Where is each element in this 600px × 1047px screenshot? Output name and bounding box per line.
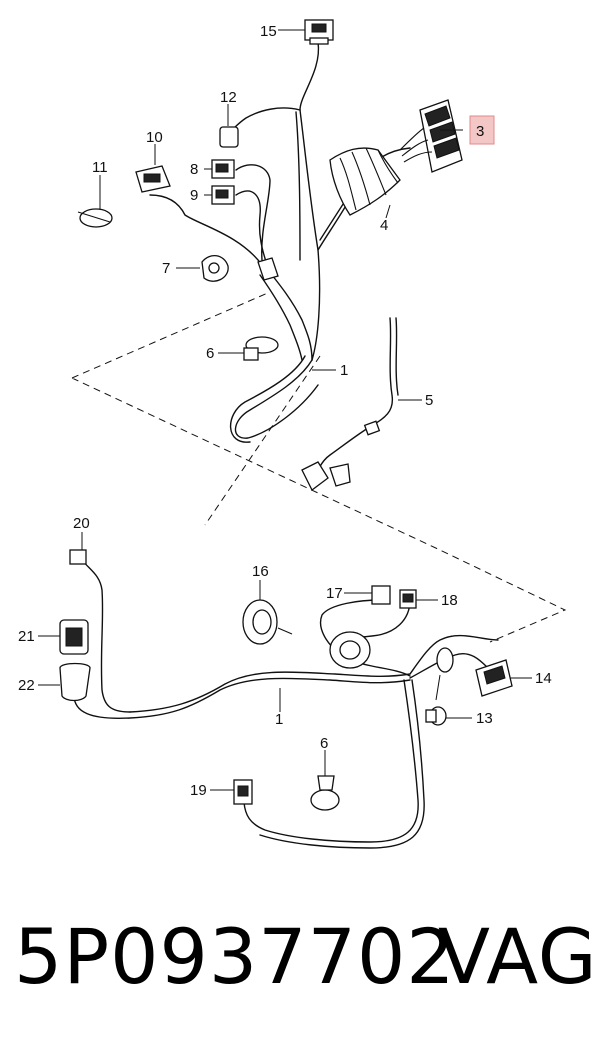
connector-19 [233, 779, 253, 805]
callout-20: 20 [73, 515, 90, 532]
callout-5: 5 [425, 392, 433, 409]
callout-4: 4 [380, 217, 388, 234]
callout-6-upper: 6 [206, 345, 214, 362]
callout-13: 13 [476, 710, 493, 727]
connector-20 [69, 549, 87, 565]
callout-11: 11 [92, 159, 108, 176]
section-divider-dashed [71, 291, 567, 643]
callout-14: 14 [535, 670, 552, 687]
connector-14 [475, 659, 513, 697]
callout-18: 18 [441, 592, 458, 609]
callout-12: 12 [220, 89, 237, 106]
callout-16: 16 [252, 563, 269, 580]
connector-3 [399, 99, 463, 173]
callout-6-lower: 6 [320, 735, 328, 752]
grommet-22 [59, 662, 91, 702]
leader-lines [38, 29, 532, 791]
clip-7 [201, 255, 279, 282]
callout-21: 21 [18, 628, 35, 645]
callout-3: 3 [476, 123, 484, 140]
callout-8: 8 [190, 161, 198, 178]
callout-7: 7 [162, 260, 170, 277]
upper-harness [149, 41, 411, 443]
wiring-harness-diagram: 15 12 10 11 8 9 3 4 7 6 1 5 20 16 17 18 … [18, 19, 567, 849]
callout-1-lower: 1 [275, 711, 283, 728]
connector-17 [371, 585, 391, 605]
wire-branch-5 [301, 317, 399, 491]
lower-harness [73, 559, 499, 849]
connector-8 [211, 159, 235, 179]
connector-9 [211, 185, 235, 205]
clip-near-14 [435, 647, 454, 701]
rubber-boot-4 [329, 147, 401, 216]
callout-15: 15 [260, 23, 277, 40]
callout-19: 19 [190, 782, 207, 799]
cable-tie-11 [77, 208, 113, 228]
grommet-center [329, 631, 371, 669]
callout-22: 22 [18, 677, 35, 694]
callout-10: 10 [146, 129, 163, 146]
part-number: 5P0937702 [14, 912, 456, 1001]
clip-6-lower [310, 775, 340, 811]
grommet-16 [242, 599, 293, 645]
connector-15 [304, 19, 334, 45]
connector-10 [135, 165, 171, 193]
callout-1-upper: 1 [340, 362, 348, 379]
highlight-box-3 [469, 115, 495, 145]
clip-6-upper [243, 336, 279, 361]
callout-9: 9 [190, 187, 198, 204]
callout-17: 17 [326, 585, 343, 602]
brand-label: VAG [438, 912, 598, 1001]
connector-12 [219, 126, 239, 148]
connector-21 [59, 619, 89, 655]
plug-13 [425, 706, 447, 726]
connector-18 [399, 589, 417, 609]
